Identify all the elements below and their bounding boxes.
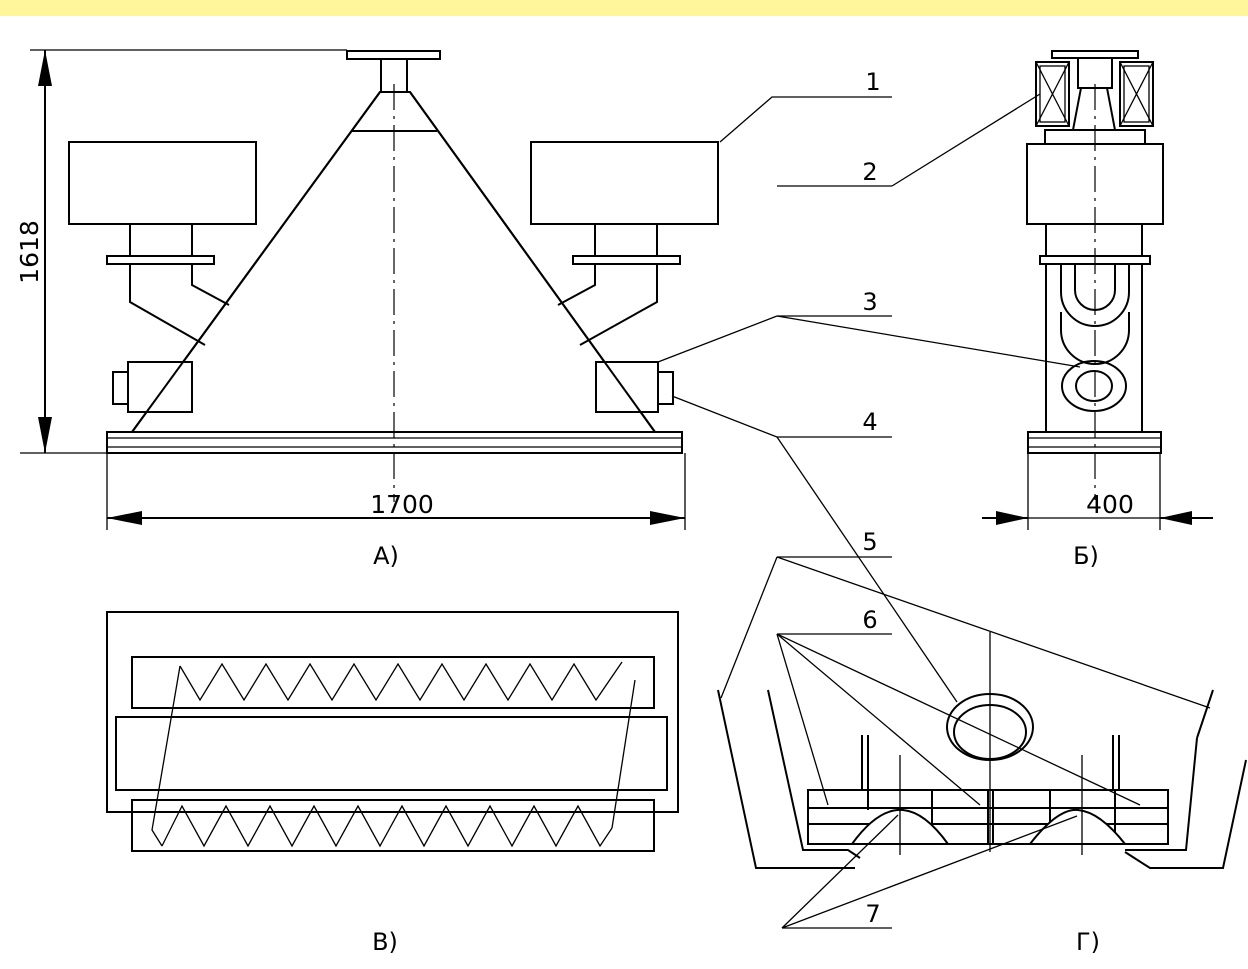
callout-label-3: 3 [862, 288, 877, 316]
callout-7: 7 [781, 814, 1078, 929]
view-v-top [106, 611, 679, 852]
callout-label-6: 6 [862, 606, 877, 634]
callout-label-4: 4 [862, 408, 877, 436]
view-label-a: А) [373, 542, 399, 570]
callout-label-1: 1 [865, 68, 880, 96]
view-g-section [717, 632, 1247, 869]
callout-label-5: 5 [862, 528, 877, 556]
callout-4: 4 [671, 395, 958, 703]
view-b-side [1026, 50, 1164, 500]
view-a-front [68, 50, 719, 502]
view-label-g: Г) [1076, 928, 1100, 956]
callout-3: 3 [657, 288, 1081, 368]
top-band [0, 0, 1248, 16]
height-dimension-label: 1618 [15, 220, 44, 284]
callout-2: 2 [777, 93, 1041, 187]
width-main-dimension-label: 1700 [370, 490, 434, 519]
view-label-b: Б) [1073, 542, 1099, 570]
callout-5: 5 [720, 528, 1211, 709]
dimension-width-side: 400 [982, 453, 1213, 530]
callout-label-2: 2 [862, 158, 877, 186]
right-motor [530, 141, 719, 413]
callout-label-7: 7 [865, 900, 880, 928]
dimension-width-main: 1700 [106, 453, 686, 530]
view-label-v: В) [372, 928, 398, 956]
callout-1: 1 [719, 68, 892, 143]
dimension-height: 1618 [15, 49, 347, 454]
width-side-dimension-label: 400 [1086, 490, 1134, 519]
left-motor [68, 141, 257, 413]
callout-6: 6 [776, 606, 1141, 806]
